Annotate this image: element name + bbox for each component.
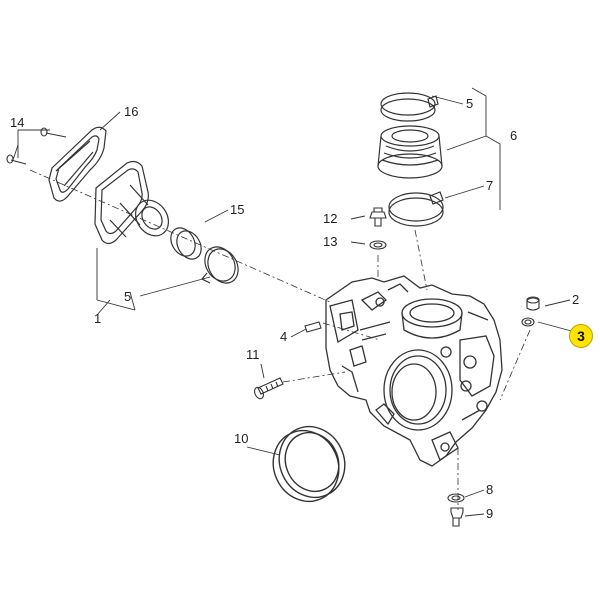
part-16-gasket <box>49 127 106 201</box>
part-7-clamp <box>389 192 443 226</box>
callout-15: 15 <box>230 202 245 217</box>
part-8-washer <box>448 494 464 502</box>
part-1-boot <box>95 162 175 244</box>
part-4-pin <box>305 322 321 332</box>
part-2-plug <box>527 297 539 310</box>
part-11-bolt <box>253 378 283 400</box>
part-15-ring <box>166 224 206 264</box>
callout-11: 11 <box>246 347 260 362</box>
part-9-plug <box>451 508 463 526</box>
callout-3-highlighted[interactable]: 3 <box>569 324 593 348</box>
part-13-washer <box>370 241 386 249</box>
callout-13: 13 <box>323 234 338 249</box>
part-10-seal <box>262 416 356 512</box>
part-3-washer <box>522 318 534 326</box>
callout-5-left: 5 <box>124 289 132 304</box>
part-6-bellows <box>378 126 442 178</box>
callout-12: 12 <box>323 211 338 226</box>
callout-16: 16 <box>124 104 139 119</box>
callout-6: 6 <box>510 128 518 143</box>
callout-1: 1 <box>94 311 102 326</box>
part-12-breather <box>370 208 386 226</box>
callout-8: 8 <box>486 482 494 497</box>
callout-14: 14 <box>10 115 25 130</box>
callout-2: 2 <box>572 292 580 307</box>
gearbox-housing <box>326 276 502 466</box>
callout-5-top: 5 <box>466 96 474 111</box>
callout-10: 10 <box>234 431 249 446</box>
part-14-screws <box>7 128 66 164</box>
part-5-clamp-top <box>381 93 438 121</box>
leader-lines <box>13 88 575 516</box>
callout-7: 7 <box>486 178 494 193</box>
part-5-clamp-left <box>199 241 244 288</box>
callout-4: 4 <box>280 329 288 344</box>
callout-9: 9 <box>486 506 494 521</box>
